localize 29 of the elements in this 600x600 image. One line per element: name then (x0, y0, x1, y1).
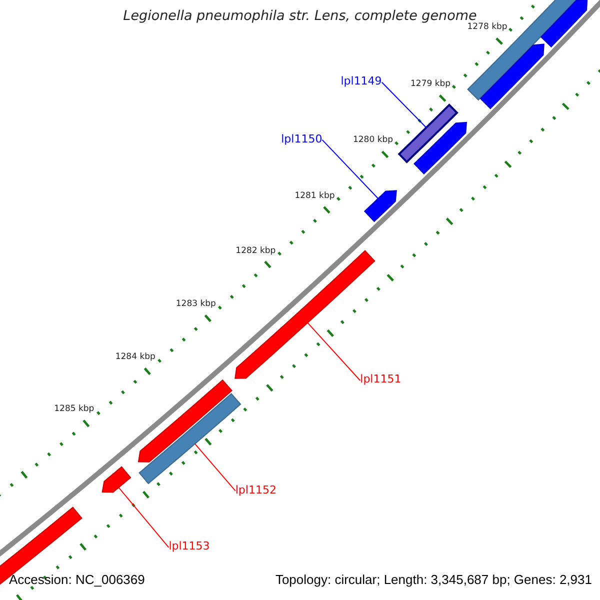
scale-label: 1283 kbp (176, 300, 216, 310)
gene-label: lpl1150 (281, 134, 322, 146)
leader-line (381, 82, 427, 128)
gene-label: lpl1152 (235, 484, 276, 498)
gene-label: lpl1151 (360, 374, 402, 387)
accession-text: Accession: NC_006369 (9, 573, 145, 588)
genome-stats-text: Topology: circular; Length: 3,345,687 bp; Genes: 2,931 (275, 573, 592, 588)
gene-block (138, 393, 242, 484)
leader-line (118, 487, 170, 548)
gene-feature (480, 44, 544, 110)
gene-feature (414, 122, 468, 175)
leader-line (322, 139, 379, 199)
gene-label: lpl1153 (168, 541, 210, 554)
title: Legionella pneumophila str. Lens, complete genome (123, 9, 477, 24)
gene-feature (540, 0, 588, 48)
scale-label: 1281 kbp (294, 192, 335, 202)
scale-label: 1284 kbp (115, 353, 156, 364)
scale-label: 1279 kbp (410, 80, 451, 90)
gene-label: lpl1149 (340, 76, 382, 89)
leader-line (307, 322, 361, 381)
leader-line (194, 443, 236, 492)
scale-label: 1278 kbp (467, 23, 508, 34)
gene-feature (102, 466, 132, 493)
scale-label: 1280 kbp (352, 136, 394, 146)
gene-block (398, 104, 458, 164)
scale-label: 1285 kbp (54, 406, 94, 416)
gene-feature (138, 379, 233, 462)
scale-label: 1282 kbp (236, 246, 276, 256)
gene-feature (364, 190, 397, 222)
